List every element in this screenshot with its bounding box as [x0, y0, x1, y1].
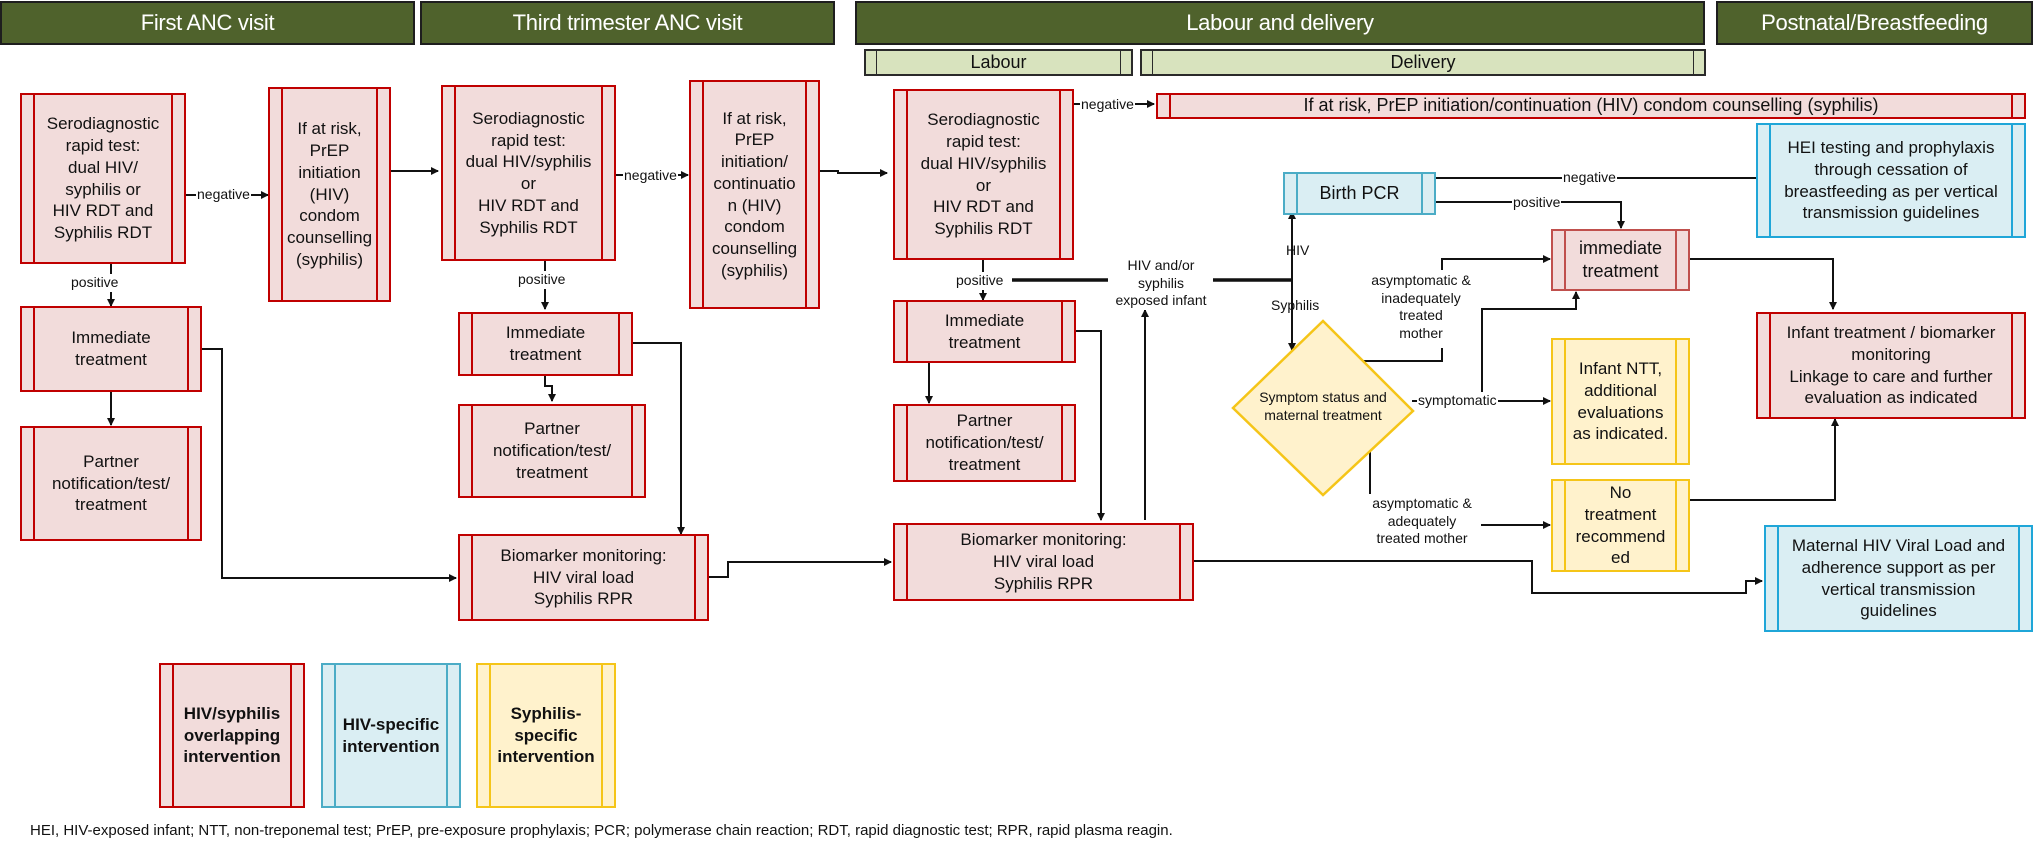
- infant-treatment-box[interactable]: Infant treatment / biomarker monitoring …: [1756, 312, 2026, 419]
- prep-counselling-first-anc[interactable]: If at risk, PrEP initiation (HIV) condom…: [268, 87, 391, 302]
- symptom-decision-diamond: [1231, 319, 1415, 497]
- edge-immediate3-biomarker3: [1076, 330, 1105, 521]
- label-symptomatic: symptomatic: [1417, 392, 1498, 410]
- label-pcr-positive: positive: [1512, 194, 1562, 212]
- biomarker-monitoring-labour[interactable]: Biomarker monitoring: HIV viral load Syp…: [893, 523, 1194, 601]
- label-asym-inadequate: asymptomatic & inadequately treated moth…: [1370, 272, 1472, 342]
- prep-counselling-delivery[interactable]: If at risk, PrEP initiation/continuation…: [1156, 93, 2026, 119]
- label-pcr-negative: negative: [1562, 169, 1617, 187]
- phase-postnatal-breastfeeding: Postnatal/Breastfeeding: [1716, 1, 2033, 45]
- edge-asym-inadequate-top: [1441, 255, 1551, 270]
- maternal-viral-load-box[interactable]: Maternal HIV Viral Load and adherence su…: [1764, 525, 2033, 632]
- subphase-labour: Labour: [864, 49, 1133, 76]
- phase-label: Postnatal/Breastfeeding: [1761, 10, 1988, 35]
- subphase-label: Delivery: [1390, 52, 1456, 72]
- serodiagnostic-test-labour[interactable]: Serodiagnostic rapid test: dual HIV/syph…: [893, 89, 1074, 260]
- biomarker-monitoring-third-trimester[interactable]: Biomarker monitoring: HIV viral load Syp…: [458, 534, 709, 621]
- phase-third-trimester-anc-visit: Third trimester ANC visit: [420, 1, 835, 45]
- phase-label: Labour and delivery: [1186, 10, 1374, 35]
- phase-label: Third trimester ANC visit: [512, 10, 743, 35]
- birth-pcr-box[interactable]: Birth PCR: [1283, 172, 1436, 215]
- phase-first-anc-visit: First ANC visit: [0, 1, 415, 45]
- immediate-treatment-first-anc[interactable]: Immediate treatment: [20, 306, 202, 392]
- hei-testing-box[interactable]: HEI testing and prophylaxis through cess…: [1756, 123, 2026, 238]
- symptom-decision-label: Symptom status and maternal treatment: [1259, 389, 1387, 424]
- label-negative-first: negative: [196, 186, 251, 204]
- edge-immediate2-biomarker2: [632, 342, 685, 535]
- phase-labour-and-delivery: Labour and delivery: [855, 1, 1705, 45]
- edge-immediate-infant-to-infant-treatment: [1689, 258, 1837, 310]
- immediate-treatment-infant[interactable]: immediate treatment: [1551, 229, 1690, 291]
- label-positive-third: positive: [517, 271, 567, 289]
- label-positive-labour: positive: [955, 272, 1005, 290]
- legend-syphilis-specific: Syphilis- specific intervention: [476, 663, 616, 808]
- edge-biomarker2-biomarker3: [709, 558, 892, 578]
- edge-immediate2-partner2: [544, 375, 556, 402]
- abbreviations-footnote: HEI, HIV-exposed infant; NTT, non-trepon…: [30, 822, 1173, 839]
- serodiagnostic-test-third-trimester[interactable]: Serodiagnostic rapid test: dual HIV/syph…: [441, 85, 616, 261]
- edge-biomarker3-maternal-vl: [1193, 560, 1763, 594]
- subphase-delivery: Delivery: [1140, 49, 1706, 76]
- label-asym-adequate: asymptomatic & adequately treated mother: [1363, 495, 1481, 548]
- partner-notification-third-trimester[interactable]: Partner notification/test/ treatment: [458, 404, 646, 498]
- legend-overlap: HIV/syphilis overlapping intervention: [159, 663, 305, 808]
- edge-asym-inadequate: [1363, 348, 1443, 362]
- edge-pcr-positive: [1435, 201, 1625, 229]
- label-negative-labour: negative: [1080, 96, 1135, 114]
- immediate-treatment-third-trimester[interactable]: Immediate treatment: [458, 312, 633, 376]
- partner-notification-first-anc[interactable]: Partner notification/test/ treatment: [20, 426, 202, 541]
- edge-no-treatment-to-infant-treatment: [1689, 418, 1839, 501]
- edge-immediate1-biomarker2: [202, 348, 457, 582]
- prep-counselling-third-trimester[interactable]: If at risk, PrEP initiation/ continuatio…: [689, 80, 820, 309]
- immediate-treatment-labour[interactable]: Immediate treatment: [893, 300, 1076, 363]
- label-exposed-infant: HIV and/or syphilis exposed infant: [1109, 257, 1213, 310]
- legend-hiv-specific: HIV-specific intervention: [321, 663, 461, 808]
- infant-ntt-box[interactable]: Infant NTT, additional evaluations as in…: [1551, 338, 1690, 465]
- edge-prep2-sero3: [820, 169, 888, 177]
- no-treatment-box[interactable]: No treatment recommend ed: [1551, 479, 1690, 572]
- serodiagnostic-test-first-anc[interactable]: Serodiagnostic rapid test: dual HIV/ syp…: [20, 93, 186, 264]
- label-hiv-branch: HIV: [1286, 242, 1310, 258]
- partner-notification-labour[interactable]: Partner notification/test/ treatment: [893, 404, 1076, 482]
- label-positive-first: positive: [70, 274, 120, 292]
- phase-label: First ANC visit: [140, 10, 275, 35]
- subphase-label: Labour: [970, 52, 1027, 72]
- label-syphilis-branch: Syphilis: [1271, 297, 1320, 313]
- edge-symptomatic-up: [1481, 291, 1580, 400]
- label-negative-third: negative: [623, 167, 678, 185]
